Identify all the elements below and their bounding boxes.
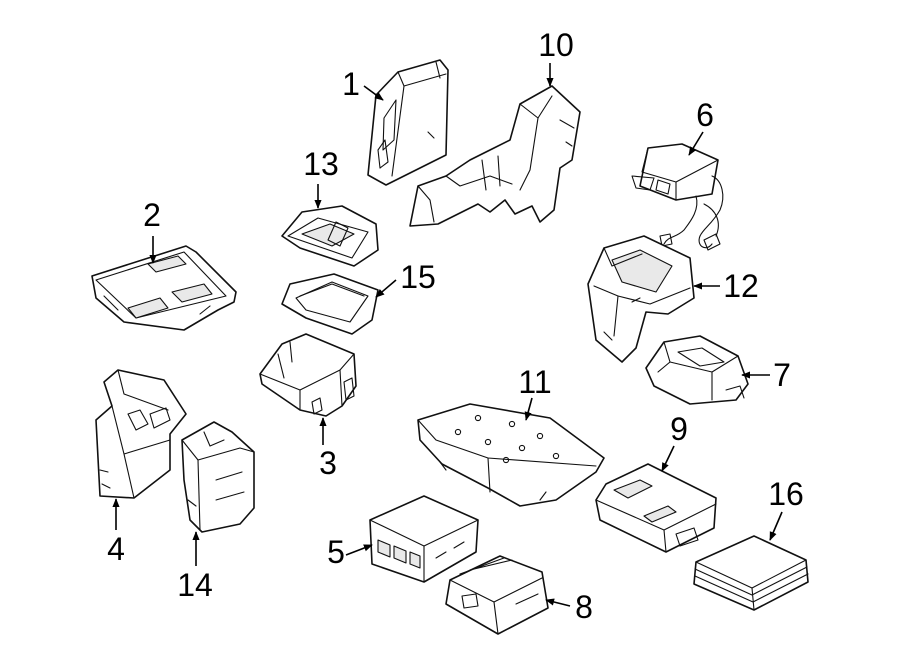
part-5-switch-module — [369, 495, 479, 583]
callout-9: 9 — [670, 411, 688, 447]
callout-11: 11 — [518, 364, 551, 400]
callout-2: 2 — [143, 197, 161, 233]
part-13-cover — [281, 205, 379, 267]
callout-13: 13 — [303, 146, 339, 182]
callout-10: 10 — [538, 27, 574, 63]
leader-lines — [112, 63, 783, 607]
part-12-console-bezel — [587, 235, 695, 363]
part-4-bracket-module — [95, 369, 187, 499]
part-15-tray — [281, 273, 379, 335]
callout-8: 8 — [575, 589, 593, 625]
part-2-control-module — [91, 245, 237, 331]
callout-4: 4 — [107, 531, 125, 567]
part-1-module — [367, 59, 449, 186]
part-6-harness-module — [631, 143, 724, 251]
part-8-receiver-module — [445, 555, 549, 635]
part-10-bracket — [409, 85, 581, 227]
part-14-housing — [181, 421, 255, 533]
part-9-module — [595, 463, 717, 553]
part-3-module — [259, 333, 357, 417]
callout-3: 3 — [319, 445, 337, 481]
part-7-airbag-module — [645, 335, 749, 405]
callout-15: 15 — [400, 259, 436, 295]
callout-7: 7 — [773, 357, 791, 393]
part-11-console-tray — [417, 403, 605, 507]
callout-16: 16 — [768, 476, 804, 512]
part-16-module-box — [693, 535, 809, 611]
callout-labels: 1 2 3 4 5 6 7 8 9 10 11 12 13 14 15 16 — [107, 27, 804, 625]
callout-5: 5 — [327, 534, 345, 570]
callout-12: 12 — [723, 268, 759, 304]
callout-14: 14 — [177, 567, 213, 603]
callout-6: 6 — [696, 97, 714, 133]
callout-1: 1 — [342, 66, 360, 102]
